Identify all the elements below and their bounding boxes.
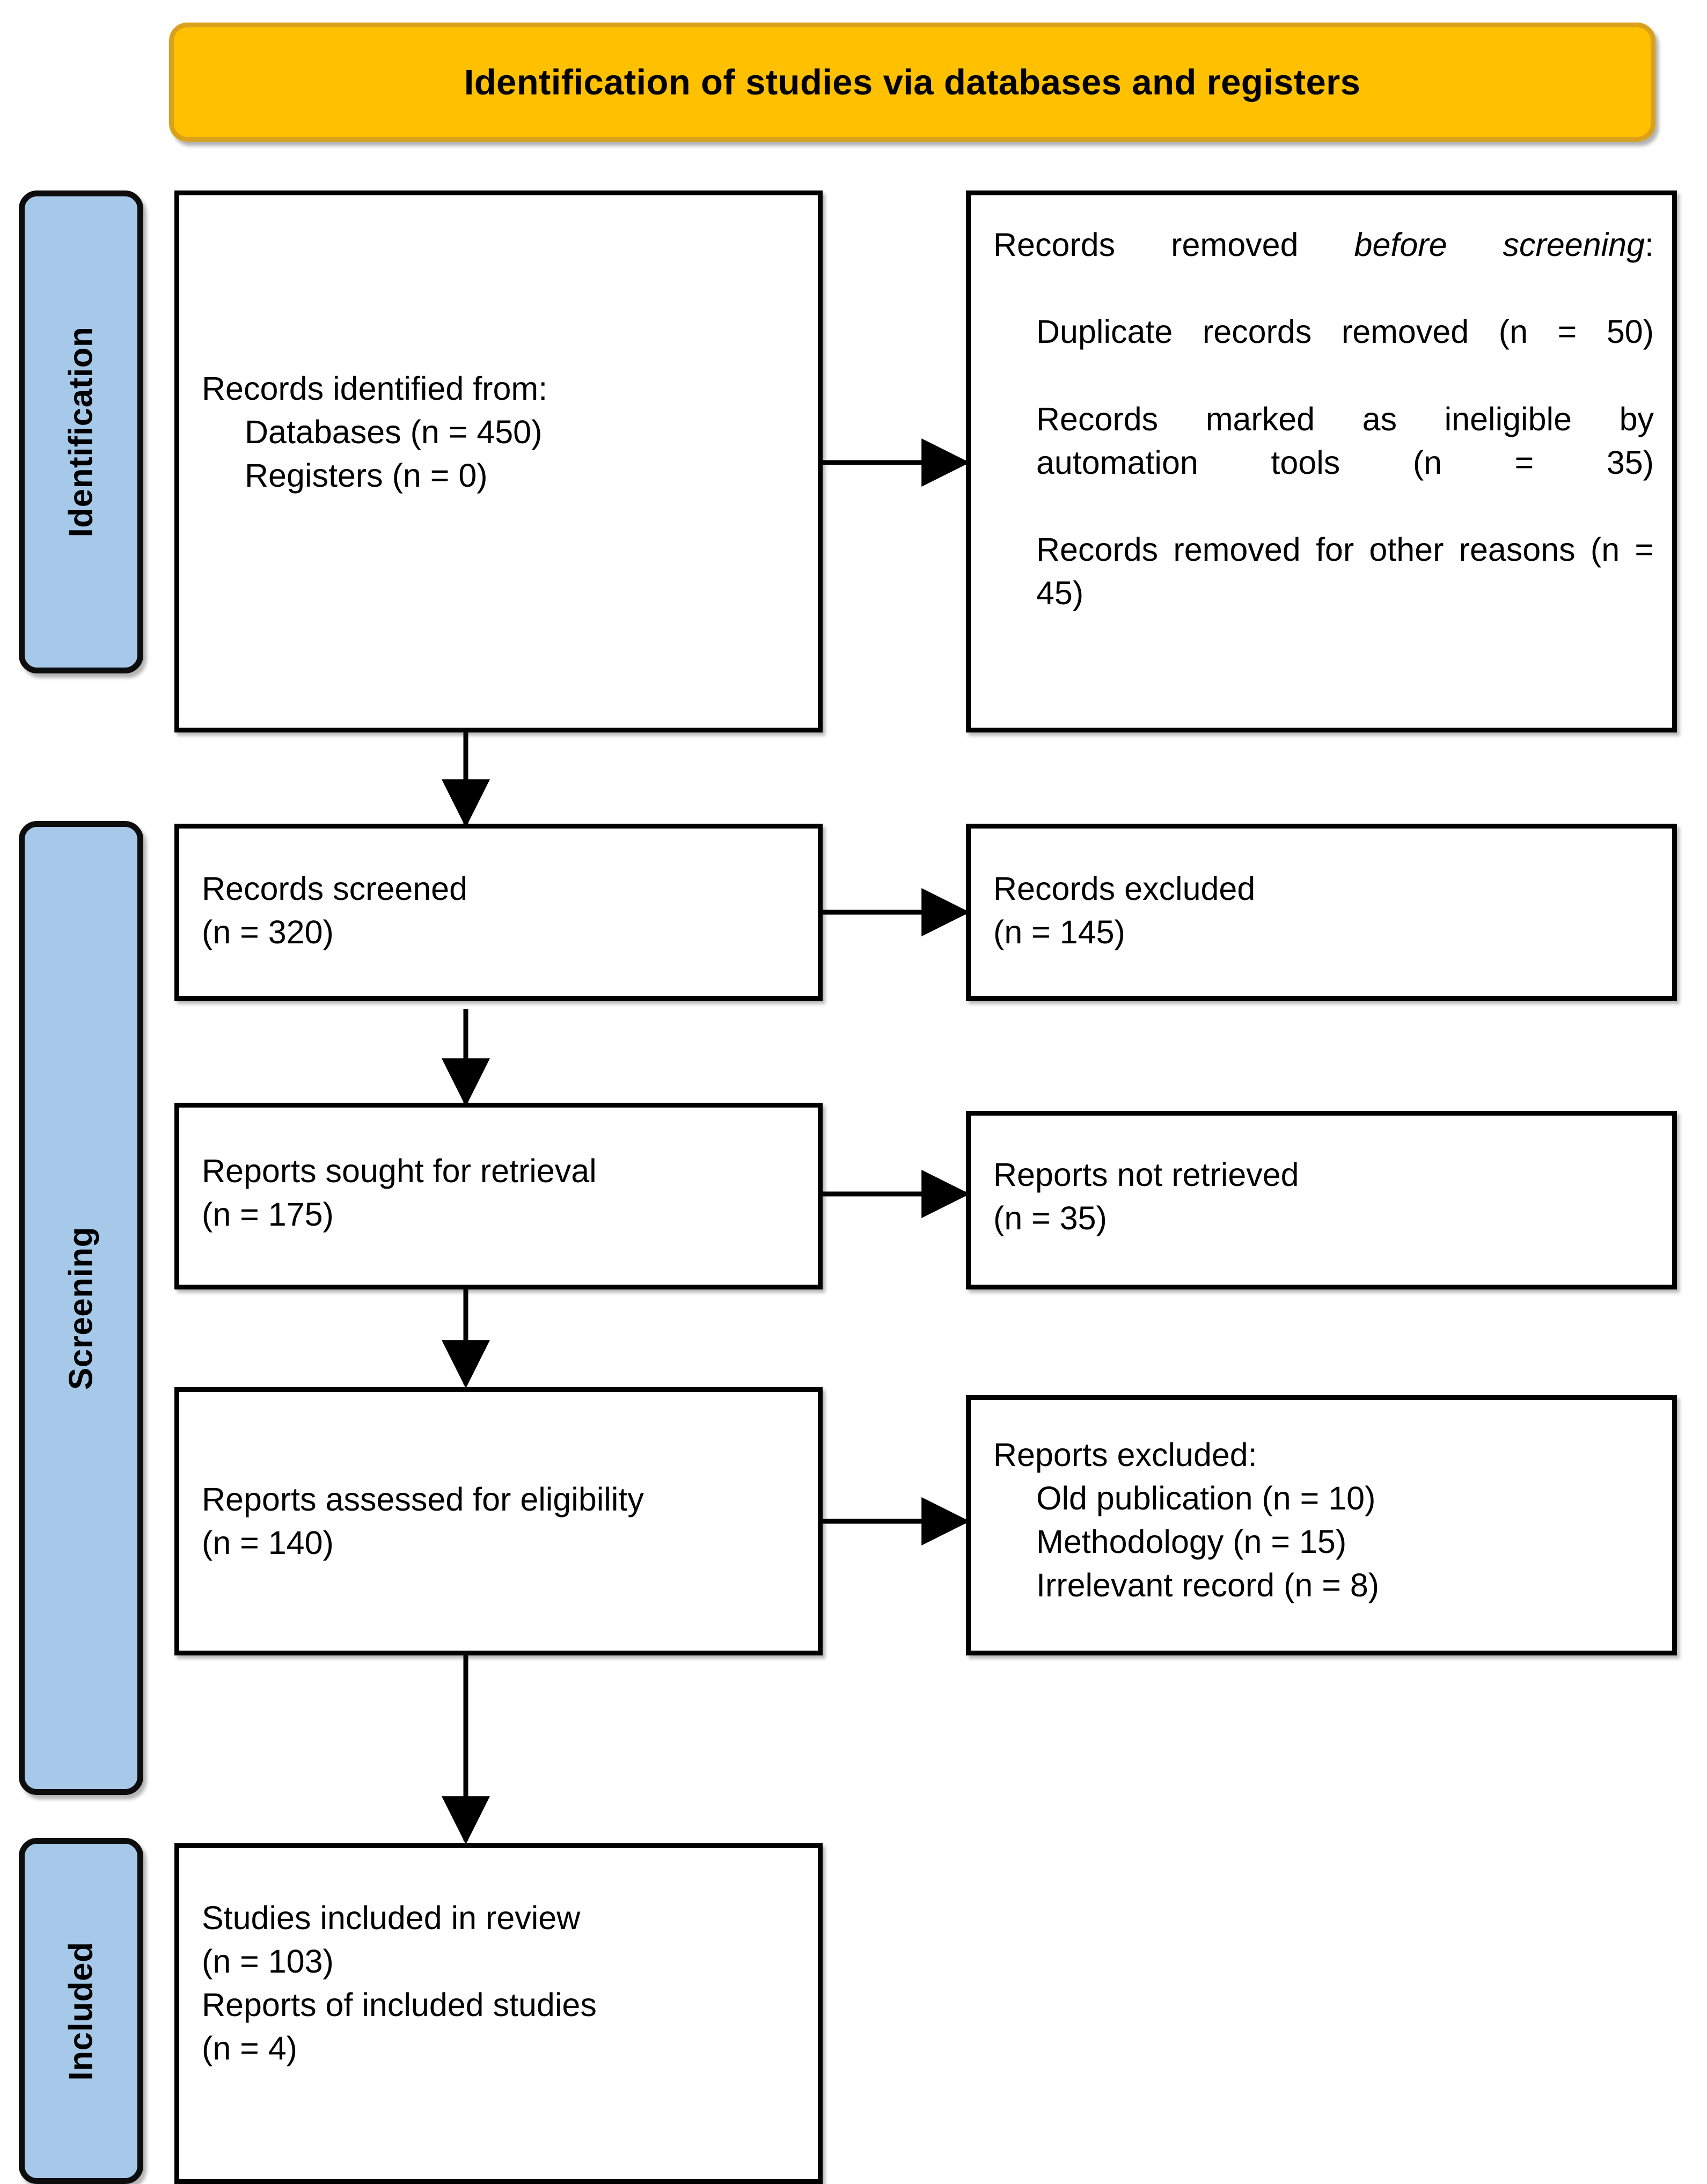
records-screened-count: (n = 320) [202,914,334,951]
phase-label-identification: Identification [19,190,143,673]
records-identified-databases: Databases (n = 450) [245,414,543,451]
reports-assessed-count: (n = 140) [202,1525,334,1562]
records-removed-heading-a: Records removed [993,226,1354,263]
reports-of-included-studies-label: Reports of included studies [202,1987,597,2024]
diagram-title-banner: Identification of studies via databases … [169,23,1655,142]
box-reports-sought-for-retrieval: Reports sought for retrieval (n = 175) [174,1103,823,1289]
records-excluded-count: (n = 145) [993,914,1125,951]
reports-excluded-item-old-publication: Old publication (n = 10) [1036,1480,1376,1517]
diagram-title: Identification of studies via databases … [464,62,1361,102]
records-removed-item-automation: Records marked as ineligible by automati… [1036,400,1654,481]
records-removed-heading-emphasis: before screening [1354,226,1645,263]
records-identified-line1: Records identified from: [202,370,548,407]
records-removed-heading: Records removed before screening: [993,223,1654,310]
box-records-identified: Records identified from: Databases (n = … [174,190,823,732]
box-reports-not-retrieved: Reports not retrieved (n = 35) [966,1111,1677,1289]
reports-sought-count: (n = 175) [202,1196,334,1233]
records-identified-registers: Registers (n = 0) [245,457,488,494]
records-removed-item-other: Records removed for other reasons (n = 4… [1036,531,1654,611]
records-screened-label: Records screened [202,870,468,907]
reports-excluded-item-methodology: Methodology (n = 15) [1036,1523,1347,1560]
reports-of-included-studies-count: (n = 4) [202,2030,297,2067]
reports-assessed-label: Reports assessed for eligibility [202,1481,644,1518]
box-studies-included-in-review: Studies included in review (n = 103) Rep… [174,1843,823,2184]
phase-label-identification-text: Identification [62,326,100,538]
reports-excluded-item-irrelevant: Irrelevant record (n = 8) [1036,1567,1380,1604]
records-removed-heading-colon: : [1645,226,1654,263]
studies-included-label: Studies included in review [202,1900,581,1936]
box-records-removed-before-screening: Records removed before screening: Duplic… [966,190,1677,732]
phase-label-included: Included [19,1838,143,2184]
box-reports-assessed-for-eligibility: Reports assessed for eligibility (n = 14… [174,1387,823,1655]
reports-sought-label: Reports sought for retrieval [202,1153,597,1189]
reports-not-retrieved-label: Reports not retrieved [993,1156,1299,1193]
box-reports-excluded: Reports excluded: Old publication (n = 1… [966,1395,1677,1655]
box-records-excluded: Records excluded (n = 145) [966,824,1677,1001]
reports-not-retrieved-count: (n = 35) [993,1200,1107,1237]
phase-label-screening-text: Screening [62,1226,100,1390]
box-records-screened: Records screened (n = 320) [174,824,823,1001]
studies-included-count: (n = 103) [202,1943,334,1980]
reports-excluded-heading: Reports excluded: [993,1437,1257,1473]
records-removed-item-duplicates: Duplicate records removed (n = 50) [1036,313,1654,350]
phase-label-included-text: Included [62,1941,100,2080]
records-excluded-label: Records excluded [993,870,1256,907]
phase-label-screening: Screening [19,821,143,1795]
